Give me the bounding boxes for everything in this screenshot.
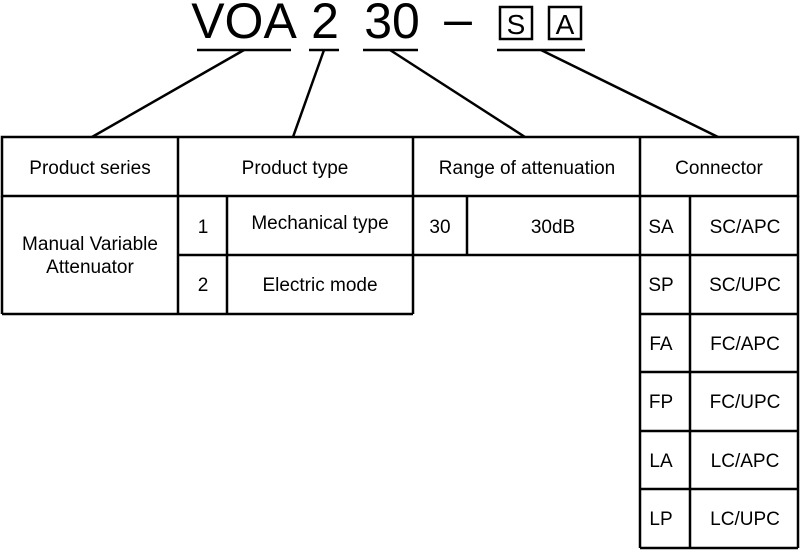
- connector-code: LP: [649, 509, 672, 530]
- attenuation-value: 30dB: [531, 217, 575, 238]
- code-dash: –: [444, 0, 472, 47]
- leader-connector: [540, 48, 719, 139]
- product-series-line-1: Manual Variable: [22, 234, 158, 255]
- header-product-series: Product series: [29, 158, 150, 179]
- connector-letter-1: S: [507, 9, 526, 40]
- connector-code: LA: [649, 451, 673, 472]
- connector-name: FC/APC: [710, 334, 780, 355]
- connector-letter-box-1: [498, 5, 534, 41]
- connector-letter-box-2: [547, 5, 583, 41]
- attenuation-rows: 30 30dB: [429, 217, 575, 238]
- connector-name: SC/APC: [710, 217, 781, 238]
- table-grid: [0, 135, 800, 550]
- connector-name: LC/UPC: [710, 509, 780, 530]
- leader-range: [389, 48, 526, 139]
- product-type-code: 2: [198, 275, 209, 296]
- connector-code: FA: [649, 334, 673, 355]
- code-range: 30: [364, 0, 420, 49]
- attenuation-code: 30: [429, 217, 450, 238]
- connector-code: SP: [648, 275, 673, 296]
- model-code: VOA 2 30 – S A: [191, 0, 585, 52]
- product-type-name: Mechanical type: [251, 213, 388, 234]
- header-row: Product series Product type Range of att…: [29, 158, 763, 179]
- product-type-rows: 1 Mechanical type 2 Electric mode: [198, 213, 389, 296]
- product-type-name: Electric mode: [262, 275, 377, 296]
- leader-series: [91, 48, 245, 139]
- product-type-code: 1: [198, 217, 209, 238]
- connector-letter-2: A: [556, 9, 575, 40]
- connector-name: FC/UPC: [710, 392, 781, 413]
- leader-type: [291, 49, 326, 138]
- leader-lines: [91, 48, 719, 139]
- product-series-cell: Manual Variable Attenuator: [22, 234, 158, 278]
- header-row-border: [0, 135, 800, 198]
- code-type: 2: [311, 0, 339, 49]
- code-series: VOA: [191, 0, 297, 49]
- product-series-line-2: Attenuator: [46, 257, 134, 278]
- header-range-of-attenuation: Range of attenuation: [439, 158, 615, 179]
- connector-name: LC/APC: [711, 451, 780, 472]
- connector-code: SA: [648, 217, 674, 238]
- connector-rows: SA SC/APC SP SC/UPC FA FC/APC FP FC/UPC …: [648, 217, 781, 530]
- connector-name: SC/UPC: [709, 275, 781, 296]
- header-connector: Connector: [675, 158, 763, 179]
- connector-code: FP: [649, 392, 673, 413]
- header-product-type: Product type: [242, 158, 349, 179]
